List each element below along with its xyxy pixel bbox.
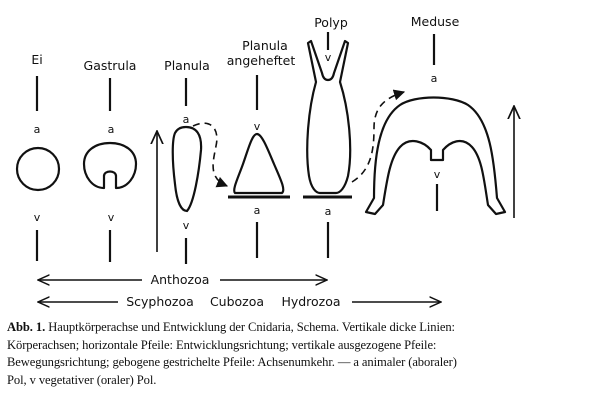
planula-shape [171, 125, 203, 213]
ei-stage: a v [15, 76, 61, 261]
animal-pole-label: a [325, 205, 332, 218]
vegetative-pole-label: v [108, 211, 115, 224]
stage-label-planula-attached-2: angeheftet [227, 53, 296, 68]
gastrula-shape [82, 141, 138, 190]
stage-label-planula-attached-1: Planula [242, 38, 288, 53]
group-label-scyphozoa: Scyphozoa [126, 294, 194, 309]
stage-label-planula: Planula [164, 58, 210, 73]
group-label-anthozoa: Anthozoa [151, 272, 210, 287]
stage-label-meduse: Meduse [411, 14, 460, 29]
axis-reversal-arrow [351, 89, 406, 183]
caption-line-3: Bewegungsrichtung; gebogene gestrichelte… [7, 355, 457, 370]
vegetative-pole-label: v [34, 211, 41, 224]
animal-pole-label: a [108, 123, 115, 136]
figure-caption: Abb. 1. Hauptkörperachse und Entwicklung… [7, 319, 589, 389]
animal-pole-label: a [183, 113, 190, 126]
caption-line-1: Hauptkörperachse und Entwicklung der Cni… [48, 320, 455, 334]
group-label-cubozoa: Cubozoa [210, 294, 264, 309]
planula-stage: a v [157, 78, 229, 264]
polyp-stage: v a [303, 32, 406, 258]
caption-label: Abb. 1. [7, 320, 46, 334]
stage-label-gastrula: Gastrula [84, 58, 137, 73]
medusozoa-range: Scyphozoa Cubozoa Hydrozoa [38, 292, 441, 310]
planula-attached-stage: v a [228, 75, 290, 258]
axis-reversal-arrow [192, 122, 229, 188]
polyp-shape [306, 39, 352, 195]
group-label-hydrozoa: Hydrozoa [281, 294, 340, 309]
stage-label-ei: Ei [31, 52, 42, 67]
medusa-bell-shape [364, 96, 507, 216]
meduse-stage: a v [364, 34, 514, 218]
caption-line-2: Körperachsen; horizontale Pfeile: Entwic… [7, 337, 437, 352]
vegetative-pole-label: v [325, 51, 332, 64]
animal-pole-label: a [431, 72, 438, 85]
vegetative-pole-label: v [434, 168, 441, 181]
egg-shape [15, 146, 61, 192]
caption-line-4: Pol, v vegetativer (oraler) Pol. [7, 372, 157, 387]
gastrula-stage: a v [82, 78, 138, 262]
stage-label-polyp: Polyp [314, 15, 348, 30]
animal-pole-label: a [34, 123, 41, 136]
vegetative-pole-label: v [254, 120, 261, 133]
anthozoa-range: Anthozoa [38, 270, 327, 288]
attached-planula-shape [233, 132, 285, 195]
vegetative-pole-label: v [183, 219, 190, 232]
animal-pole-label: a [254, 204, 261, 217]
